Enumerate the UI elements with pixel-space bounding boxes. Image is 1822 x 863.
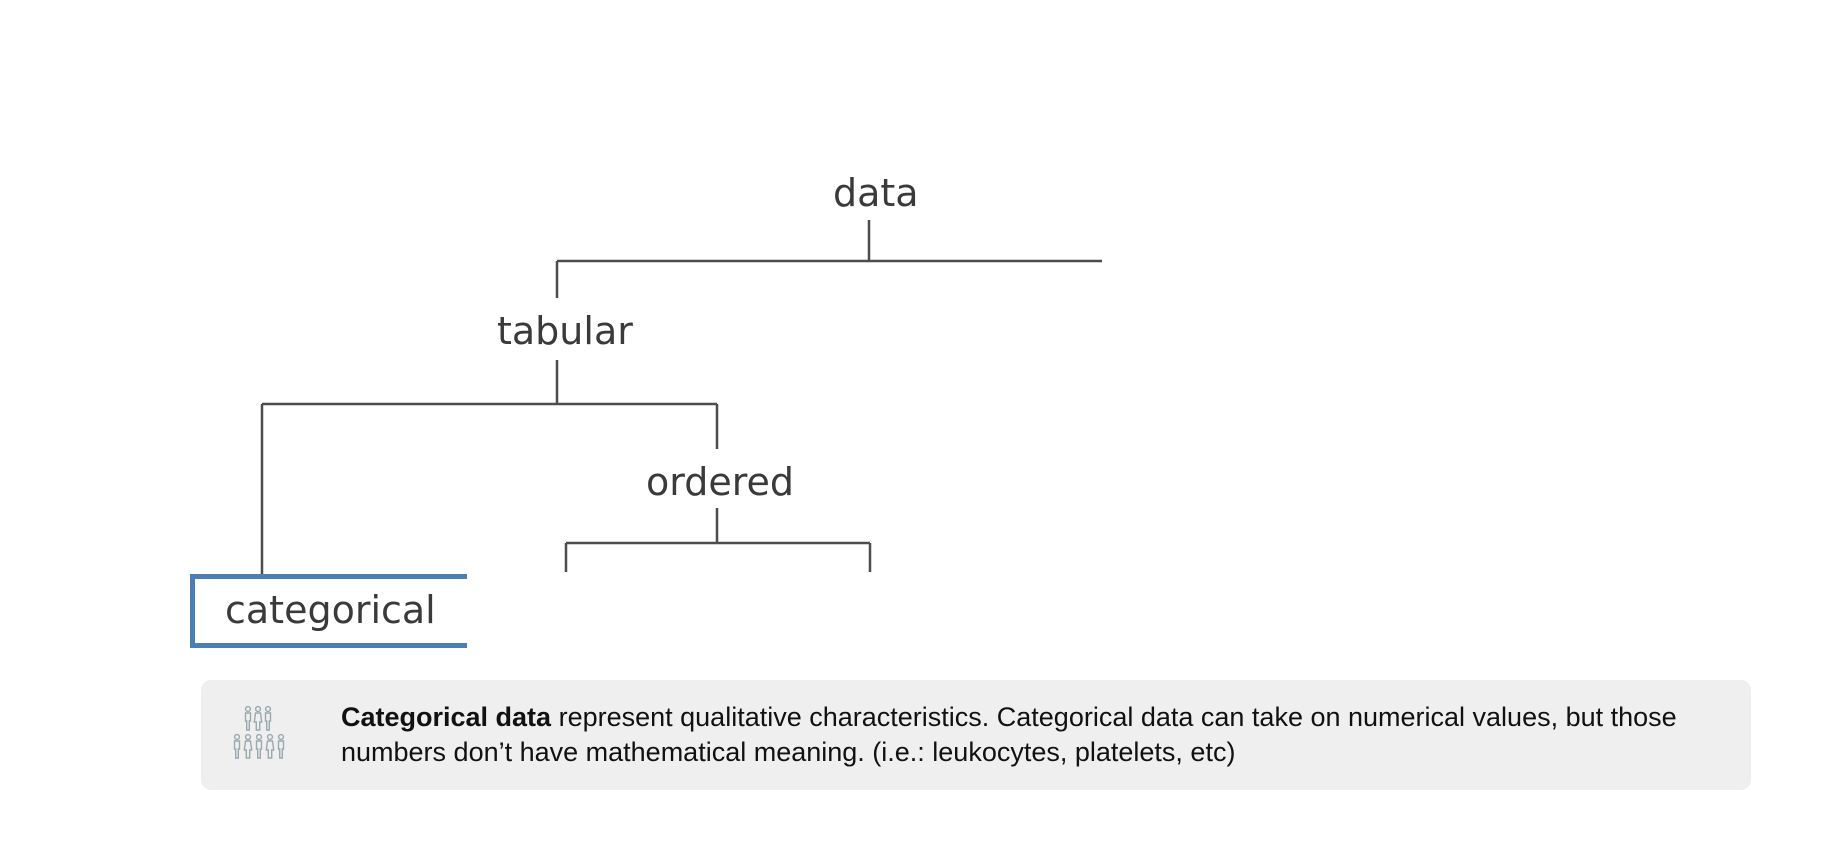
node-data: data (833, 171, 919, 215)
node-ordered: ordered (646, 460, 794, 504)
node-categorical: categorical (225, 588, 436, 632)
definition-term: Categorical data (341, 702, 552, 732)
definition-text: Categorical data represent qualitative c… (341, 700, 1721, 770)
people-group-icon (233, 705, 285, 759)
definition-panel: Categorical data represent qualitative c… (201, 680, 1751, 790)
node-tabular: tabular (497, 309, 633, 353)
definition-description: represent qualitative characteristics. C… (341, 702, 1677, 767)
node-categorical-highlight: categorical (190, 574, 467, 648)
